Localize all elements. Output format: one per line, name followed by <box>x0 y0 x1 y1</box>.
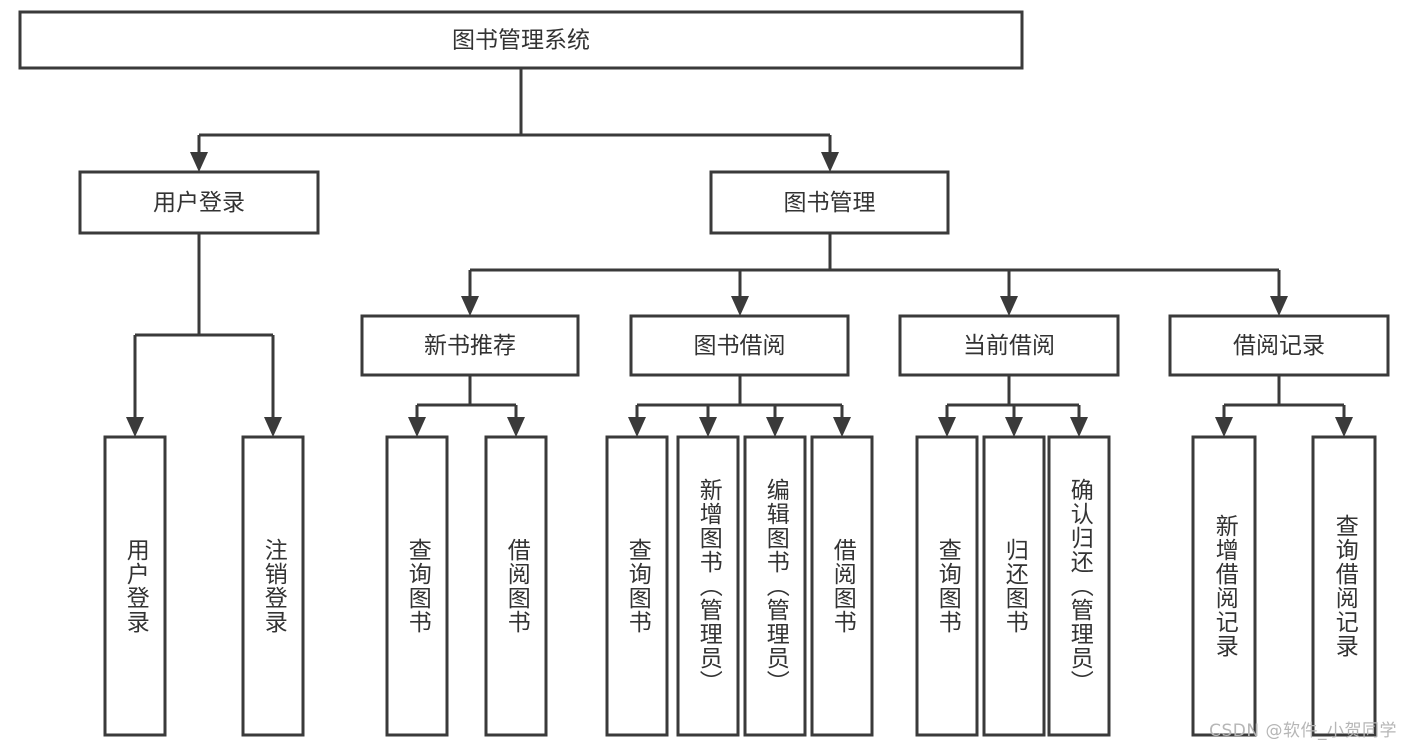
node-box-user-login[interactable] <box>78 170 320 235</box>
arrow-head-icon <box>1335 417 1353 437</box>
arrow-head-icon <box>628 417 646 437</box>
arrow-head-icon <box>1000 296 1018 316</box>
arrow-head-icon <box>821 152 839 172</box>
arrow-head-icon <box>833 417 851 437</box>
node-box-add-borrow-record[interactable] <box>1191 435 1257 737</box>
arrow-head-icon <box>507 417 525 437</box>
node-label-book-borrow: 图书借阅 <box>694 333 786 359</box>
node-box-layer <box>18 10 1390 737</box>
node-label-current-borrow: 当前借阅 <box>963 333 1055 359</box>
node-label-borrow-record: 借阅记录 <box>1233 333 1325 359</box>
arrow-head-icon <box>938 417 956 437</box>
arrow-head-icon <box>408 417 426 437</box>
connector-layer <box>126 68 1353 437</box>
node-label-new-book-recommend: 新书推荐 <box>424 333 516 359</box>
arrow-head-icon <box>190 152 208 172</box>
arrow-head-icon <box>264 417 282 437</box>
node-box-query-book-2[interactable] <box>605 435 669 737</box>
node-label-user-login: 用户登录 <box>153 190 245 216</box>
node-box-user-logout[interactable] <box>241 435 305 737</box>
node-box-current-borrow[interactable] <box>898 314 1120 377</box>
node-box-user-login-do[interactable] <box>103 435 167 737</box>
arrow-head-icon <box>461 296 479 316</box>
arrow-head-icon <box>1005 417 1023 437</box>
node-box-new-book-recommend[interactable] <box>360 314 580 377</box>
node-box-book-manage[interactable] <box>709 170 950 235</box>
node-box-edit-book[interactable] <box>743 435 807 737</box>
node-box-query-book-3[interactable] <box>915 435 979 737</box>
arrow-head-icon <box>766 417 784 437</box>
arrow-head-icon <box>126 417 144 437</box>
arrow-head-icon <box>699 417 717 437</box>
node-box-query-book-1[interactable] <box>385 435 449 737</box>
node-box-borrow-book-2[interactable] <box>810 435 874 737</box>
node-box-confirm-return[interactable] <box>1047 435 1111 737</box>
node-box-query-borrow-record[interactable] <box>1311 435 1377 737</box>
arrow-head-icon <box>1070 417 1088 437</box>
node-box-return-book[interactable] <box>982 435 1046 737</box>
arrow-head-icon <box>1215 417 1233 437</box>
arrow-head-icon <box>1270 296 1288 316</box>
arrow-head-icon <box>731 296 749 316</box>
node-box-root[interactable] <box>18 10 1024 70</box>
node-box-borrow-book-1[interactable] <box>484 435 548 737</box>
node-label-book-manage: 图书管理 <box>784 190 876 216</box>
node-box-borrow-record[interactable] <box>1168 314 1390 377</box>
node-label-root: 图书管理系统 <box>452 28 590 54</box>
node-box-add-book[interactable] <box>676 435 740 737</box>
node-box-book-borrow[interactable] <box>629 314 850 377</box>
